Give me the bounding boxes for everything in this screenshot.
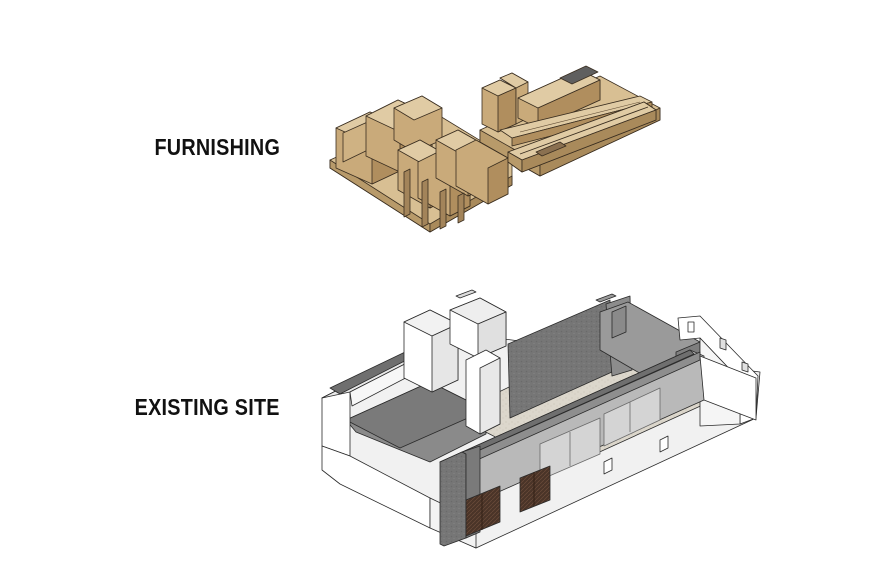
furnishing-model: [329, 65, 661, 233]
entrance-door-right: [519, 465, 551, 513]
existing-site-label: EXISTING SITE: [134, 394, 280, 420]
entrance-door-left: [465, 485, 501, 537]
furnishing-label: FURNISHING: [154, 134, 280, 160]
existing-site-model: [321, 289, 761, 549]
